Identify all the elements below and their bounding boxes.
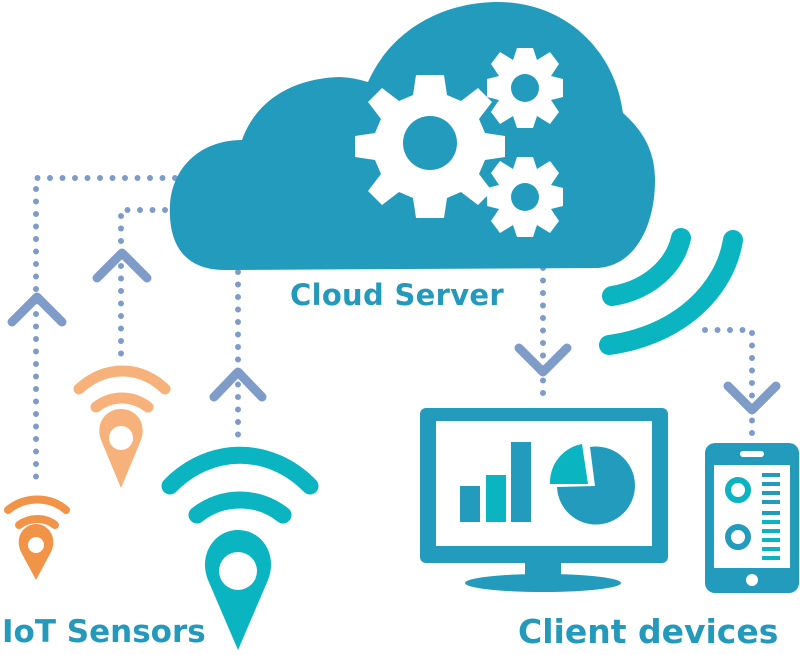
gears	[355, 48, 563, 237]
gear-icon	[487, 157, 563, 237]
pie-chart-icon	[549, 444, 635, 525]
sensor-medium	[73, 365, 171, 488]
client-devices-label: Client devices	[518, 612, 779, 651]
location-pin-icon	[18, 524, 54, 580]
wifi-signal-icon	[161, 446, 319, 524]
arrow-up-icon	[209, 367, 267, 402]
bar-chart-icon	[460, 442, 531, 522]
gear-icon	[355, 75, 505, 218]
location-pin-icon	[99, 409, 143, 488]
sensor-small	[4, 495, 70, 580]
monitor-icon	[420, 408, 668, 592]
connector-phone	[702, 327, 755, 440]
connector-sensor-1	[33, 175, 178, 491]
arrow-up-icon	[92, 248, 152, 283]
arrow-down-icon	[723, 381, 781, 415]
cloud-server-label: Cloud Server	[290, 278, 504, 312]
wifi-signal-icon	[599, 228, 743, 355]
wifi-signal-icon	[4, 495, 70, 529]
wifi-signal-icon	[73, 365, 171, 413]
smartphone-icon	[705, 443, 799, 593]
iot-sensors-label: IoT Sensors	[2, 614, 206, 650]
arrow-up-icon	[7, 292, 67, 327]
gear-icon	[487, 48, 563, 128]
connector-sensor-2	[118, 207, 168, 358]
connectors	[33, 175, 755, 491]
location-pin-icon	[204, 530, 272, 650]
arrow-down-icon	[514, 343, 572, 377]
sensor-large	[161, 446, 319, 650]
